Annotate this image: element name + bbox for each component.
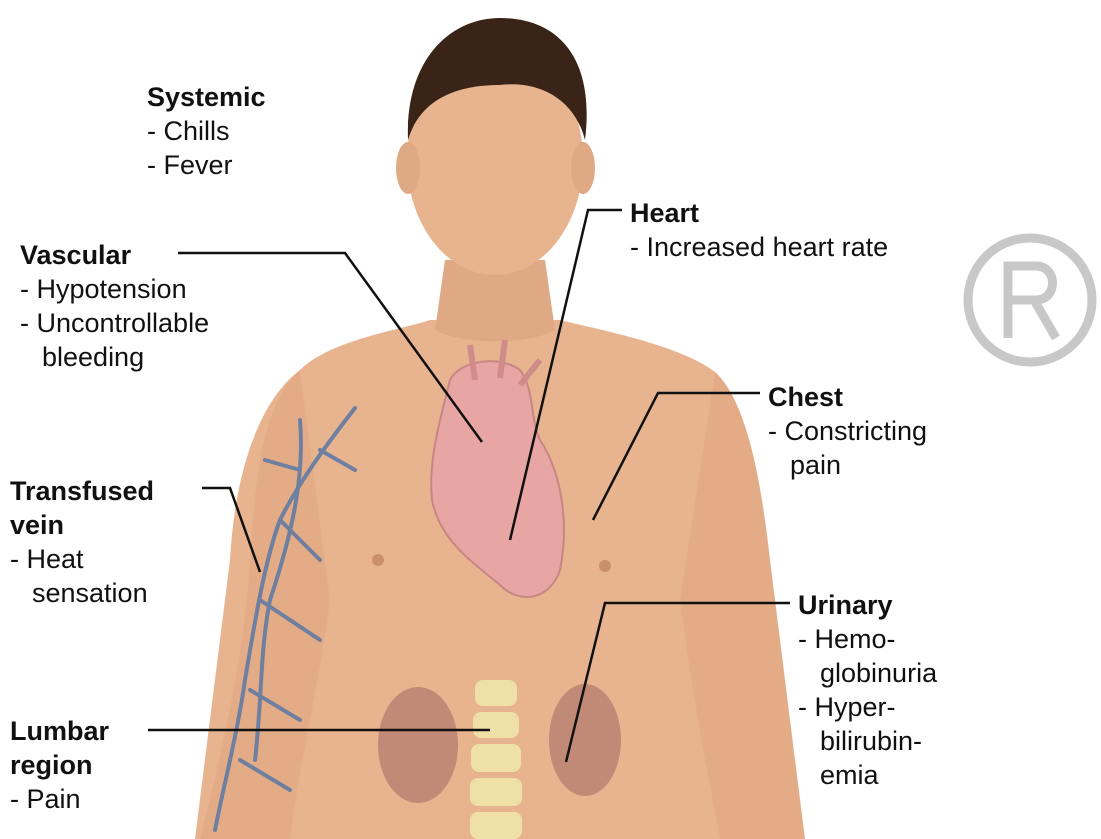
label-urinary-item: emia bbox=[798, 758, 937, 792]
label-systemic: Systemic - Chills - Fever bbox=[147, 80, 266, 182]
label-lumbar-item: - Pain bbox=[10, 782, 109, 816]
label-urinary: Urinary - Hemo- globinuria - Hyper- bili… bbox=[798, 588, 937, 792]
label-lumbar-region: Lumbar region - Pain bbox=[10, 714, 109, 816]
label-transfused-vein-title: vein bbox=[10, 508, 154, 542]
kidney-left bbox=[378, 687, 458, 803]
label-urinary-title: Urinary bbox=[798, 588, 937, 622]
label-chest-title: Chest bbox=[768, 380, 927, 414]
spine bbox=[470, 680, 522, 839]
label-transfused-vein-item-cont: sensation bbox=[10, 576, 154, 610]
label-transfused-vein-item: - Heat bbox=[10, 542, 154, 576]
label-lumbar-title: Lumbar bbox=[10, 714, 109, 748]
nipple-left bbox=[372, 554, 384, 566]
ear-right bbox=[571, 142, 595, 194]
kidney-right bbox=[549, 684, 621, 796]
label-chest-item: - Constricting bbox=[768, 414, 927, 448]
label-chest: Chest - Constricting pain bbox=[768, 380, 927, 482]
label-chest-item-cont: pain bbox=[768, 448, 927, 482]
label-urinary-item: - Hyper- bbox=[798, 690, 937, 724]
label-systemic-title: Systemic bbox=[147, 80, 266, 114]
label-vascular-title: Vascular bbox=[20, 238, 209, 272]
label-urinary-item: bilirubin- bbox=[798, 724, 937, 758]
label-lumbar-title: region bbox=[10, 748, 109, 782]
registered-mark-icon bbox=[968, 238, 1092, 362]
label-urinary-item: globinuria bbox=[798, 656, 937, 690]
label-systemic-item: - Chills bbox=[147, 114, 266, 148]
label-vascular-item: - Uncontrollable bbox=[20, 306, 209, 340]
label-heart-title: Heart bbox=[630, 196, 888, 230]
label-urinary-item: - Hemo- bbox=[798, 622, 937, 656]
label-heart: Heart - Increased heart rate bbox=[630, 196, 888, 264]
label-vascular-item-cont: bleeding bbox=[20, 340, 209, 374]
label-systemic-item: - Fever bbox=[147, 148, 266, 182]
nipple-right bbox=[599, 560, 611, 572]
label-transfused-vein: Transfused vein - Heat sensation bbox=[10, 474, 154, 610]
ear-left bbox=[396, 142, 420, 194]
label-transfused-vein-title: Transfused bbox=[10, 474, 154, 508]
label-vascular: Vascular - Hypotension - Uncontrollable … bbox=[20, 238, 209, 374]
label-heart-item: - Increased heart rate bbox=[630, 230, 888, 264]
label-vascular-item: - Hypotension bbox=[20, 272, 209, 306]
